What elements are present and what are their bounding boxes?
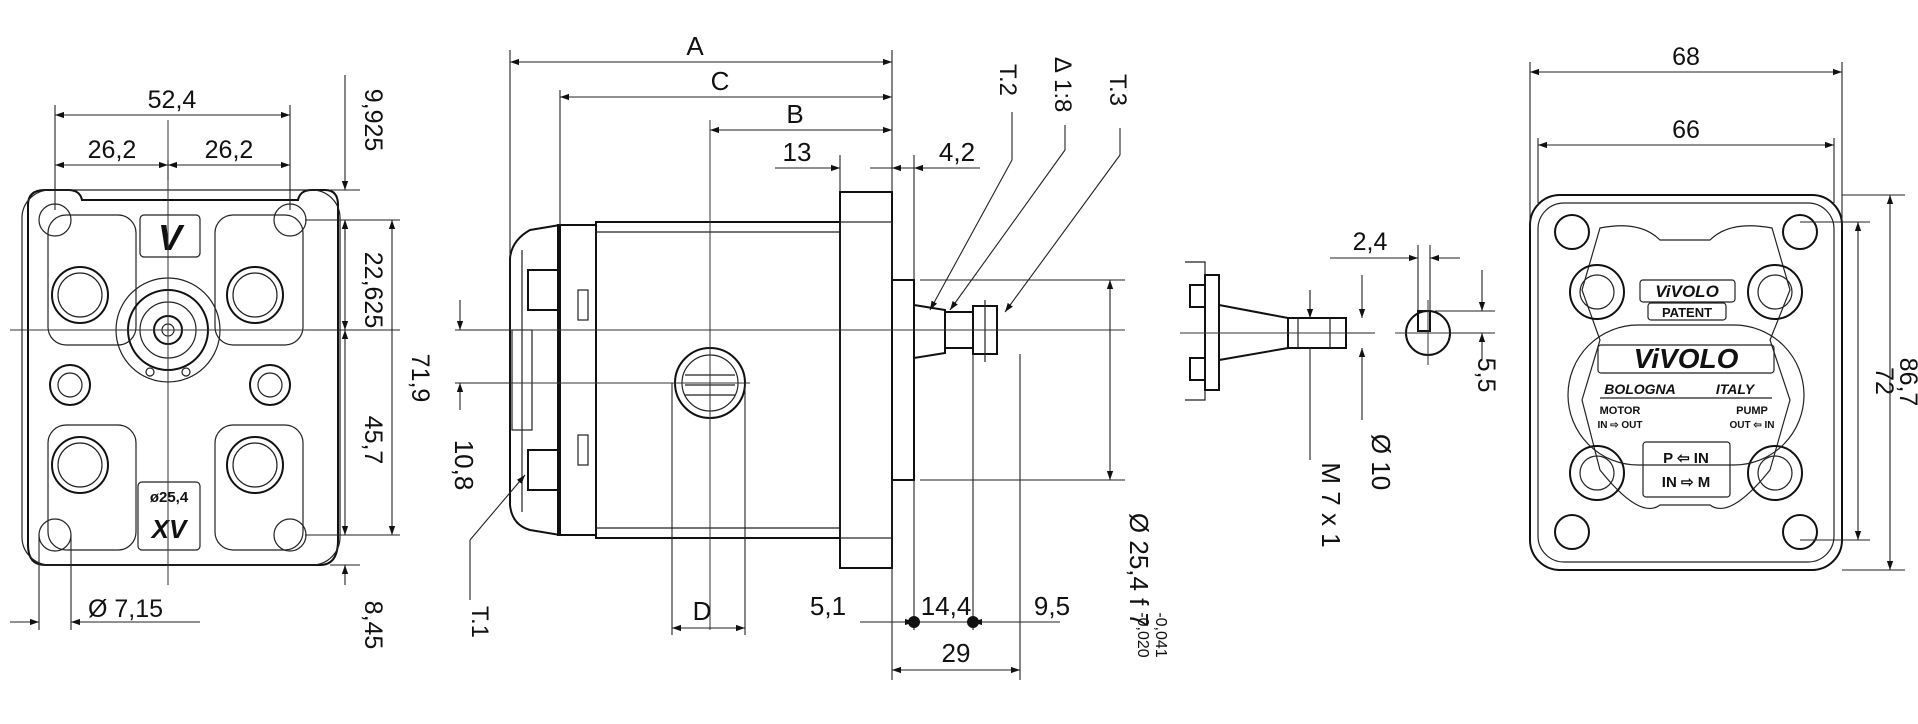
dim-thread: M 7 x 1 [1316, 462, 1346, 547]
logo-letter-left: V [158, 217, 185, 258]
dim-hole-diameter: Ø 7,15 [88, 595, 163, 623]
front-view-right: ViVOLO PATENT ViVOLO BOLOGNA ITALY MOTOR… [1529, 194, 1843, 571]
brand-large: ViVOLO [1634, 343, 1739, 374]
city-label: BOLOGNA [1604, 381, 1676, 397]
motor-label: MOTOR [1600, 405, 1641, 417]
dim-86-7: 86,7 [1894, 358, 1918, 407]
front-left-dimensions: 52,4 26,2 26,2 9,925 22,625 45,7 71,9 8,… [10, 75, 434, 649]
front-view-left: V ø25,4 XV [10, 120, 360, 585]
dim-shaft-diameter: Ø 25,4 f 7 [1124, 513, 1154, 627]
label-t2: T.2 [994, 64, 1021, 96]
dim-c: C [711, 66, 730, 96]
side-view-dimensions: A C B 13 4,2 T.2 ∆ 1:8 T.3 Ø 25,4 f 7 -0… [449, 31, 1169, 680]
patent-label: PATENT [1662, 305, 1712, 320]
dim-b: B [786, 99, 803, 129]
dim-top-offset: 9,925 [359, 89, 387, 152]
badge-code: XV [150, 514, 189, 544]
front-right-dimensions: 68 66 72 86,7 [1529, 43, 1918, 571]
dim-2-4: 2,4 [1353, 228, 1388, 256]
label-t1: T.1 [466, 606, 493, 638]
dim-a: A [686, 31, 704, 61]
dim-10-8: 10,8 [449, 440, 479, 491]
dim-tolerance-upper: -0,020 [1134, 612, 1151, 657]
dim-half-left: 26,2 [88, 136, 137, 164]
dim-5-5: 5,5 [1472, 358, 1500, 393]
dim-half-right: 26,2 [205, 136, 254, 164]
label-taper: ∆ 1:8 [1049, 58, 1076, 113]
dim-5-1: 5,1 [810, 591, 846, 621]
shaft-detail [1180, 261, 1465, 401]
motor-in-out: IN ⇨ OUT [1597, 420, 1642, 431]
brand-small: ViVOLO [1655, 282, 1719, 301]
dim-d: D [693, 596, 712, 626]
label-t3: T.3 [1104, 74, 1131, 106]
pump-label: PUMP [1736, 405, 1768, 417]
dim-axis-to-lower: 45,7 [359, 416, 387, 465]
port-in-m: IN ⇨ M [1662, 474, 1710, 491]
dim-4-2: 4,2 [939, 137, 975, 167]
dim-9-5: 9,5 [1034, 591, 1070, 621]
dim-hole-span: 71,9 [406, 354, 434, 403]
dim-diameter-10: Ø 10 [1366, 434, 1396, 490]
dim-29: 29 [942, 638, 971, 668]
dim-tolerance-lower: -0,041 [1152, 612, 1169, 657]
country-label: ITALY [1716, 381, 1756, 397]
dim-upper-to-axis: 22,625 [359, 252, 387, 328]
shaft-detail-dimensions: 2,4 5,5 M 7 x 1 Ø 10 [1306, 228, 1500, 548]
pump-out-in: OUT ⇦ IN [1729, 420, 1774, 431]
badge-diameter: ø25,4 [150, 489, 189, 506]
dim-14-4: 14,4 [921, 591, 972, 621]
dim-total-width: 52,4 [148, 86, 197, 114]
dim-68: 68 [1672, 43, 1700, 71]
side-view [455, 120, 1125, 630]
dim-72: 72 [1870, 367, 1898, 395]
dim-13: 13 [783, 137, 812, 167]
dim-66: 66 [1672, 116, 1700, 144]
port-p-in: P ⇦ IN [1663, 450, 1709, 467]
dim-bottom-offset: 8,45 [359, 601, 387, 650]
